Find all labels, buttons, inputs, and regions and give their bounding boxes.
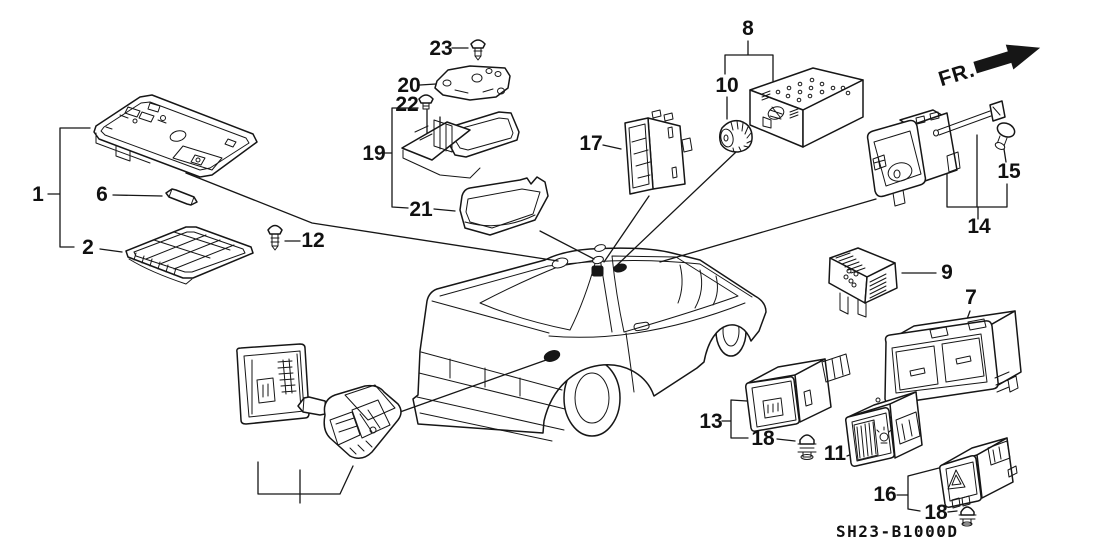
- callout-19: 19: [362, 142, 385, 165]
- callout-1: 1: [32, 183, 44, 206]
- callout-22: 22: [395, 93, 418, 116]
- leader-lines: [47, 40, 1008, 513]
- part-spotlight-housing-19: [401, 111, 520, 179]
- diagram-code: SH23-B1000D: [836, 522, 958, 541]
- part-festoon-bulb-6: [165, 188, 198, 206]
- callout-10: 10: [715, 74, 738, 97]
- part-rocker-switch-17: [624, 109, 693, 195]
- part-screw-23: [470, 39, 486, 61]
- callout-6: 6: [96, 183, 108, 206]
- part-knob-10: [718, 119, 753, 153]
- callout-17: 17: [579, 132, 602, 155]
- part-dome-light-lens: [125, 226, 254, 285]
- part-switch-14: [866, 100, 1006, 207]
- part-hazard-switch-16: [939, 437, 1018, 509]
- part-defroster-switch-13: [745, 353, 851, 432]
- callout-12: 12: [301, 229, 324, 252]
- fr-direction-indicator: FR.: [936, 44, 1041, 91]
- part-screw-12: [267, 224, 283, 251]
- part-control-unit-8: [749, 67, 864, 148]
- vehicle-outline: [412, 244, 767, 442]
- callout-2: 2: [82, 236, 94, 259]
- fr-label: FR.: [936, 58, 978, 91]
- part-connector-9: [828, 247, 898, 318]
- fr-arrow-icon: [973, 44, 1041, 74]
- part-bulb-18b: [958, 506, 977, 527]
- part-courtesy-lens-4: [236, 343, 310, 425]
- part-spotlight-lens-21: [459, 176, 549, 236]
- callout-21: 21: [409, 198, 433, 221]
- part-bracket-plate-20: [434, 65, 511, 101]
- part-switch-bezel-7: [884, 310, 1022, 405]
- part-dimmer-switch-11: [845, 391, 923, 467]
- part-knob-15: [994, 122, 1016, 150]
- callout-13: 13: [699, 410, 722, 433]
- part-courtesy-housing-3: [323, 384, 402, 459]
- callout-18a: 18: [751, 427, 775, 450]
- callout-8: 8: [742, 17, 754, 40]
- vent-holes: [775, 77, 851, 103]
- callout-23: 23: [429, 37, 452, 60]
- part-bulb-18a: [797, 434, 817, 460]
- callout-20: 20: [397, 74, 420, 97]
- callout-9: 9: [941, 261, 953, 284]
- callout-14: 14: [967, 215, 991, 238]
- part-screw-22: [418, 94, 434, 110]
- callout-15: 15: [997, 160, 1021, 183]
- callout-7: 7: [965, 286, 977, 309]
- callout-18b: 18: [924, 501, 948, 524]
- roof-grommets: [551, 244, 627, 277]
- part-dome-light-housing: [93, 94, 258, 178]
- callout-16: 16: [873, 483, 896, 506]
- callout-11: 11: [824, 442, 847, 465]
